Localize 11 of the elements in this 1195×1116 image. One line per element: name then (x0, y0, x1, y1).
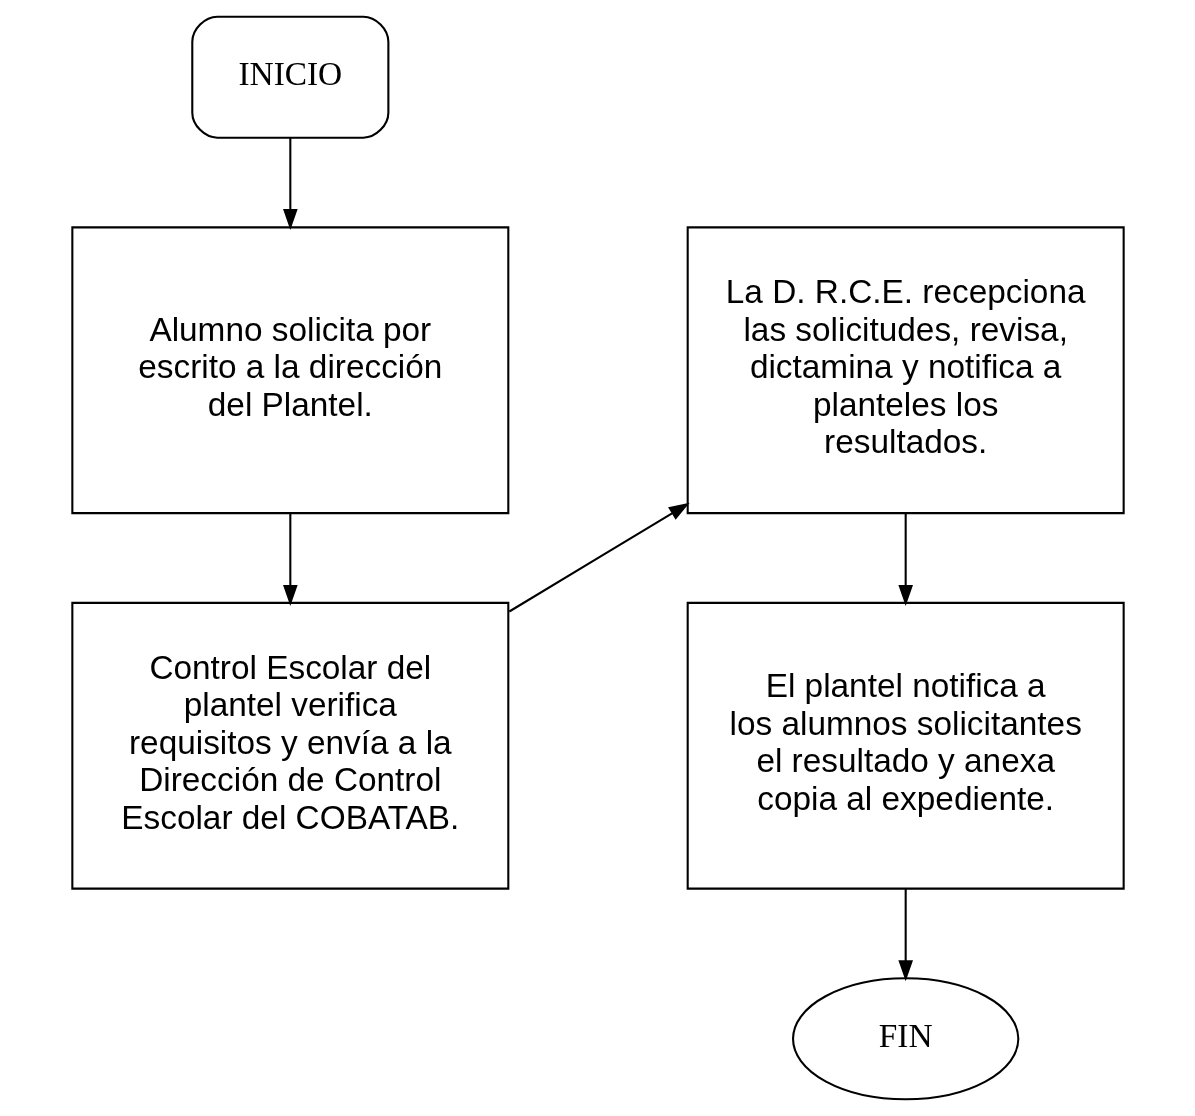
arrow (508, 502, 690, 613)
node-box: INICIO (190, 15, 389, 139)
arrow (897, 888, 913, 982)
arrow (282, 137, 298, 230)
node-box: El plantel notifica a los alumnos solicitantes el resultado y anexa copia al expediente. (686, 601, 1125, 890)
node-ellipse: FIN (791, 977, 1019, 1101)
node-box: Control Escolar del plantel verifica requisitos y envía a la Dirección de Control Escolar del COBATAB. (70, 601, 509, 890)
arrow (897, 513, 913, 606)
arrow (282, 513, 298, 606)
node-box: La D. R.C.E. recepciona las solicitudes, revisa, dictamina y notifica a planteles los resultados. (686, 226, 1125, 515)
node-box: Alumno solicita por escrito a la dirección del Plantel. (70, 226, 509, 515)
